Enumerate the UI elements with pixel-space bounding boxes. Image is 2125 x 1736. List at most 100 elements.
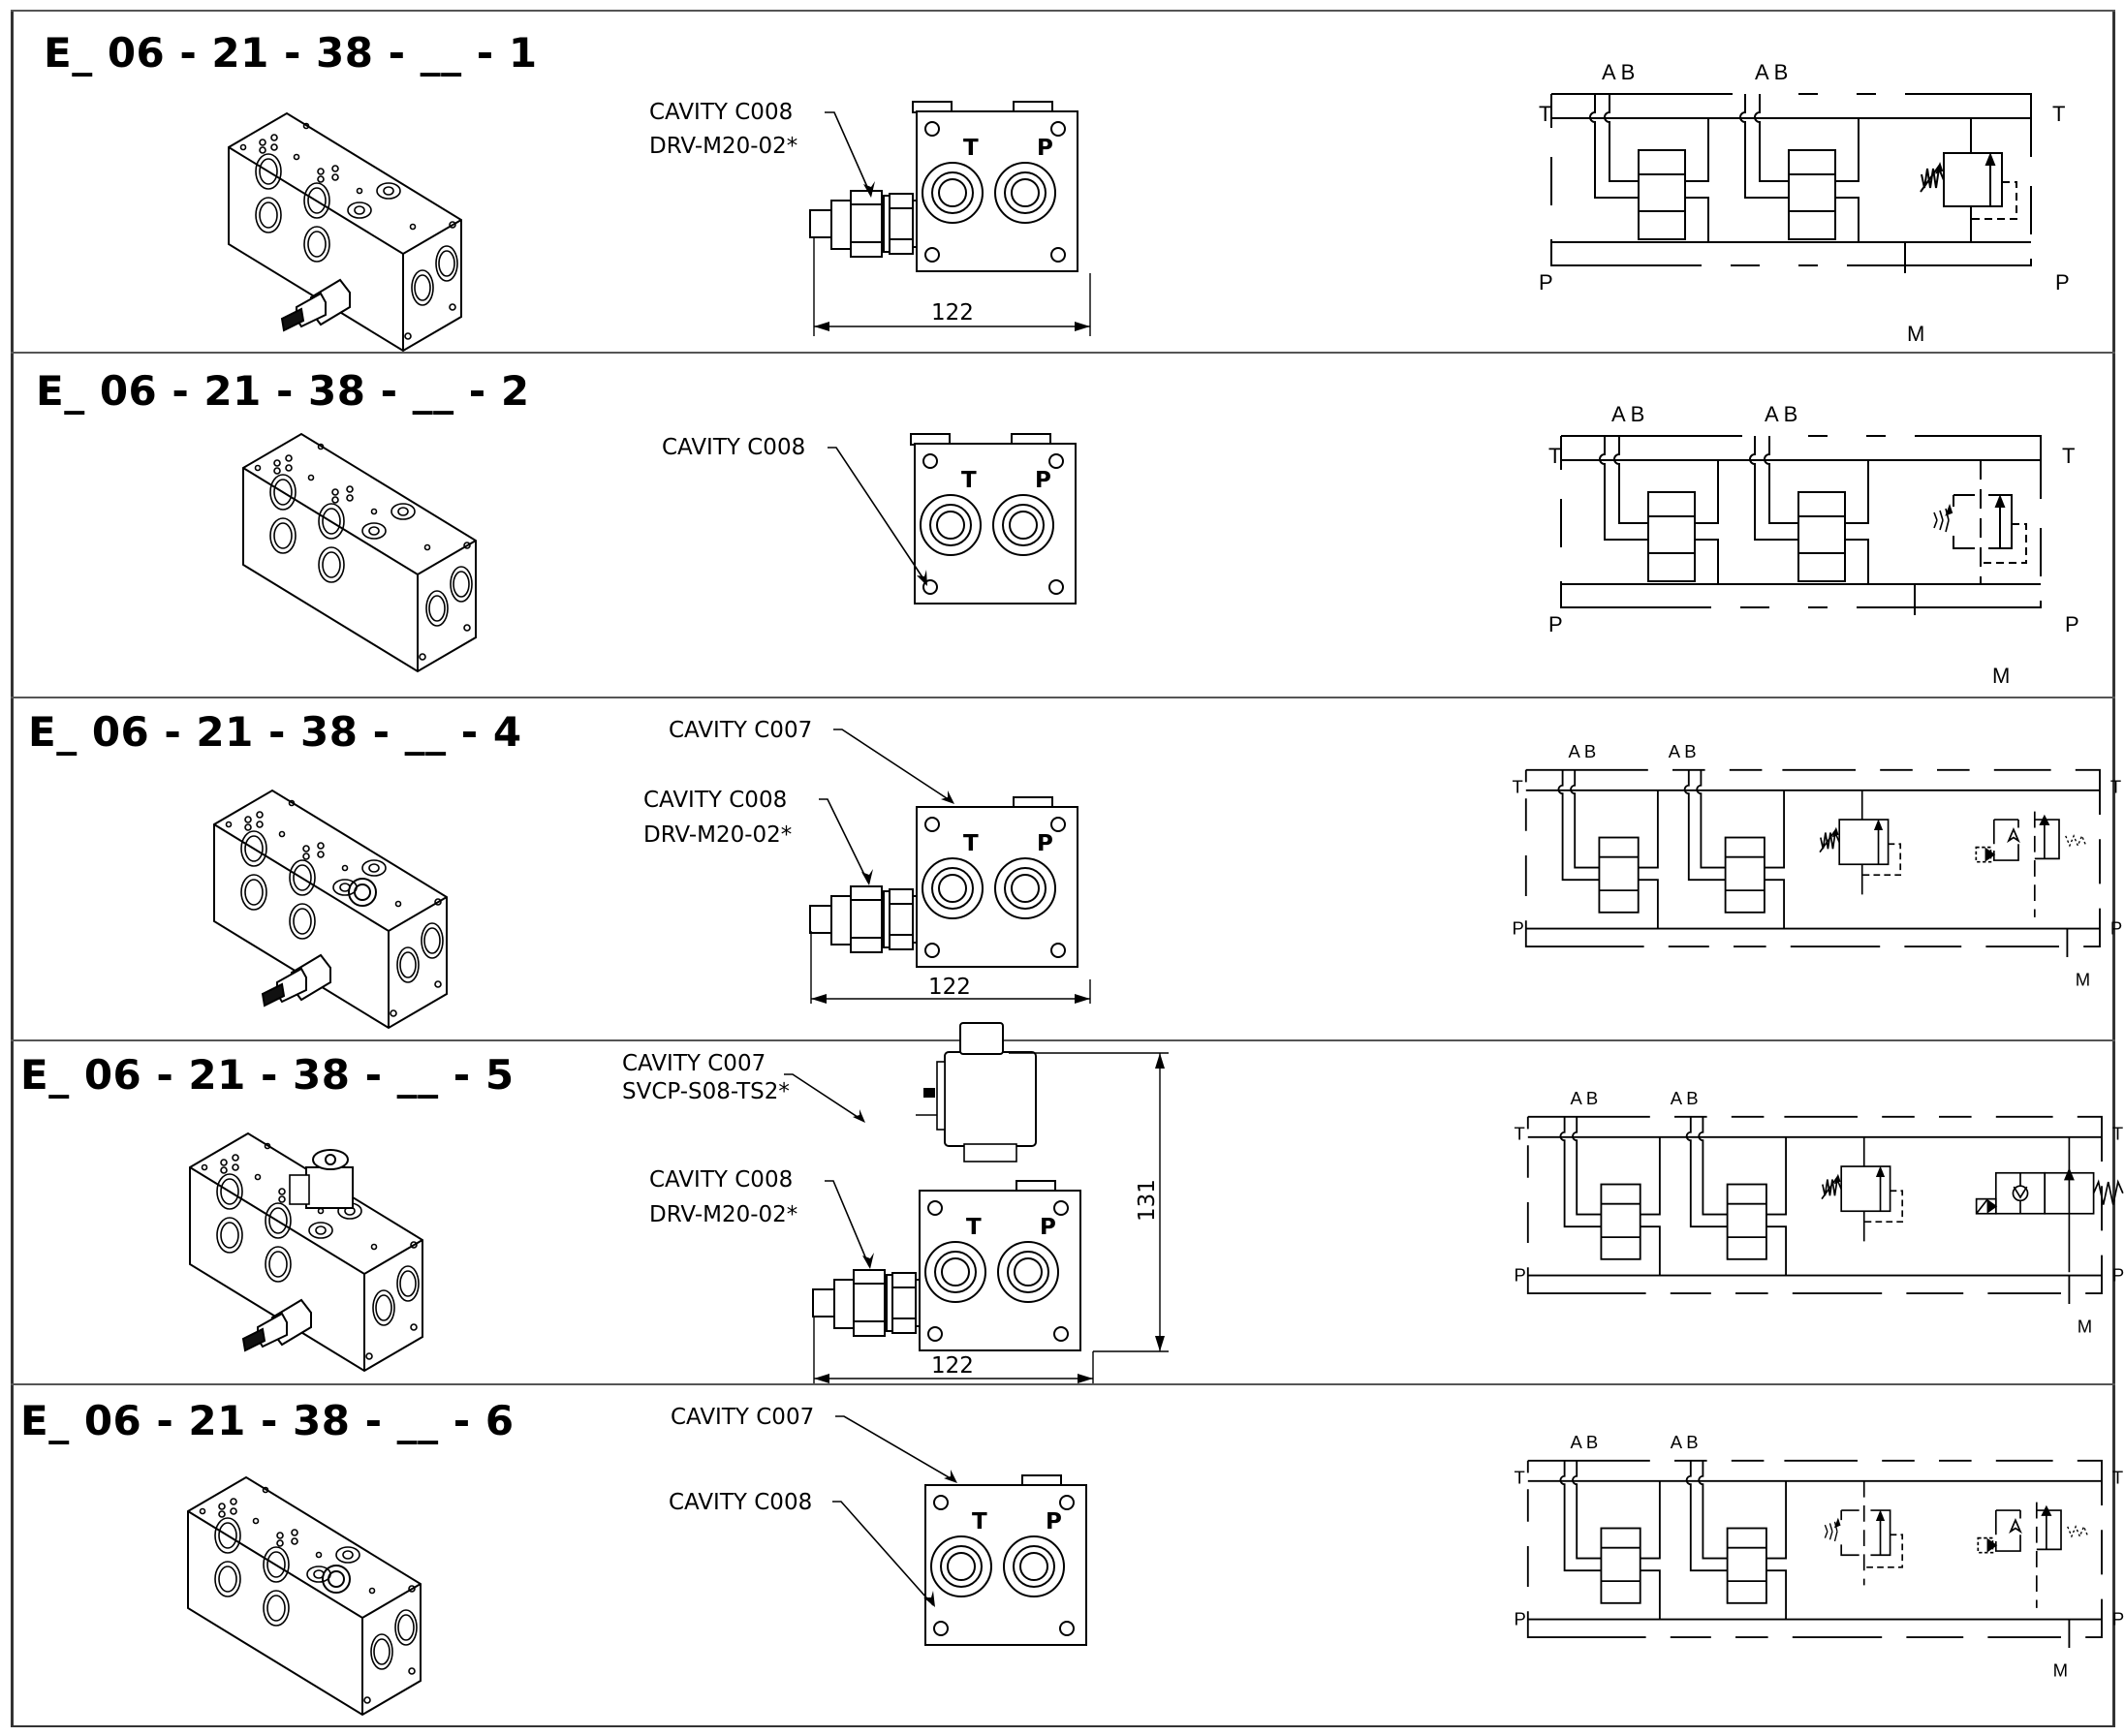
port-t-label: T	[963, 136, 979, 161]
callout-line1: CAVITY C008	[649, 100, 793, 125]
relief-valve-optional-symbol	[1933, 459, 2027, 585]
variant-row-5: E_ 06 - 21 - 38 - __ - 6 T P CAVITY C007…	[11, 1383, 2124, 1727]
port-label-t: T	[1515, 1123, 1525, 1143]
port-t-label: T	[963, 831, 979, 856]
callout-line1: CAVITY C007	[671, 1405, 814, 1430]
callout-c008: CAVITY C008 DRV-M20-02*	[643, 788, 873, 885]
port-label-p-right: P	[2112, 1264, 2124, 1285]
port-label-ab: A B	[1570, 1088, 1598, 1108]
width-dimension: 122	[813, 236, 1091, 336]
port-label-p: P	[1548, 612, 1563, 636]
port-p-label: P	[1035, 468, 1051, 493]
port-label-m: M	[2053, 1659, 2068, 1680]
front-view: T P	[911, 434, 1076, 604]
variant-code: E_ 06 - 21 - 38 - __ - 6	[20, 1397, 515, 1444]
isometric-view	[213, 790, 448, 1029]
isometric-view	[228, 112, 462, 352]
drawing-frame	[11, 10, 2115, 1727]
isometric-view	[242, 433, 477, 672]
height-dimension: 131	[1009, 1052, 1169, 1352]
port-label-p: P	[1515, 1608, 1526, 1628]
solenoid-coil	[289, 1149, 354, 1209]
port-p-label: P	[1046, 1509, 1062, 1534]
port-label-ab: A B	[1755, 60, 1788, 84]
port-label-p-right: P	[2110, 917, 2122, 938]
callout-line1: CAVITY C008	[643, 788, 787, 813]
port-label-t: T	[1515, 1467, 1525, 1487]
callout-line1: CAVITY C008	[669, 1490, 812, 1515]
relief-valve-symbol	[1821, 1135, 1904, 1243]
hydraulic-schematic: T P T P M A B A B	[1515, 1088, 2125, 1336]
port-label-ab: A B	[1671, 1088, 1699, 1108]
callout-c008: CAVITY C008 DRV-M20-02*	[649, 1167, 874, 1269]
port-label-p-right: P	[2055, 270, 2070, 294]
callout-c008: CAVITY C008	[662, 435, 927, 586]
hydraulic-schematic: T P T P M A B A B	[1515, 1432, 2125, 1680]
arrow-head	[917, 570, 927, 586]
port-label-m: M	[2078, 1316, 2092, 1336]
row-drawings: T P CAVITY C007 SVCP-S08-TS2* CAVITY C00…	[189, 1022, 2124, 1385]
port-label-m: M	[2076, 969, 2090, 989]
callout-line1: CAVITY C008	[649, 1167, 793, 1193]
front-view: T P	[812, 1022, 1080, 1350]
callout-c008: CAVITY C008 DRV-M20-02*	[649, 100, 875, 198]
leader-line	[825, 111, 872, 197]
port-label-t-right: T	[2052, 102, 2065, 126]
port-label-p-right: P	[2112, 1608, 2124, 1628]
callout-c007: CAVITY C007	[671, 1405, 957, 1483]
port-p-label: P	[1037, 831, 1053, 856]
variant-code: E_ 06 - 21 - 38 - __ - 5	[20, 1051, 515, 1099]
solenoid-coil-front	[916, 1022, 1037, 1162]
variant-row-4: E_ 06 - 21 - 38 - __ - 5 T P	[11, 1022, 2124, 1385]
callout-line1: CAVITY C007	[669, 718, 812, 743]
variant-code: E_ 06 - 21 - 38 - __ - 1	[44, 29, 538, 77]
hydraulic-schematic: T P T P M A B A B	[1548, 402, 2079, 688]
callout-line2: DRV-M20-02*	[649, 134, 797, 159]
solenoid-valve-optional-symbol	[1975, 810, 2087, 918]
row-drawings: T P CAVITY C008 DRV-M20-02* 122 T P T P …	[228, 60, 2070, 352]
callout-line2: DRV-M20-02*	[649, 1202, 797, 1227]
port-label-t-right: T	[2112, 1467, 2123, 1487]
port-p-label: P	[1040, 1215, 1056, 1240]
front-view: T P	[809, 102, 1078, 271]
port-label-t-right: T	[2110, 776, 2121, 796]
hydraulic-schematic: T P T P M A B A B	[1513, 741, 2123, 989]
port-label-t: T	[1548, 444, 1561, 468]
width-dimension-label: 122	[931, 1353, 974, 1379]
port-label-ab: A B	[1568, 741, 1596, 761]
port-t-label: T	[972, 1509, 987, 1534]
port-label-ab: A B	[1669, 741, 1697, 761]
relief-valve-optional-symbol	[1824, 1479, 1904, 1587]
isometric-view	[189, 1132, 423, 1372]
row-drawings: T P CAVITY C007 CAVITY C008 T P T P M A …	[187, 1405, 2124, 1716]
row-drawings: T P CAVITY C007 CAVITY C008 DRV-M20-02* …	[213, 718, 2122, 1029]
hydraulic-schematic: T P T P M A B A B	[1539, 60, 2070, 346]
port-label-t-right: T	[2112, 1123, 2123, 1143]
port-label-ab: A B	[1611, 402, 1644, 426]
port-label-m: M	[1992, 664, 2010, 688]
variant-code: E_ 06 - 21 - 38 - __ - 2	[36, 367, 530, 415]
variant-row-3: E_ 06 - 21 - 38 - __ - 4 T P CAVITY C007…	[11, 697, 2122, 1040]
callout-c008: CAVITY C008	[669, 1490, 935, 1607]
row-drawings: T P CAVITY C008 T P T P M A B A B	[242, 402, 2079, 688]
arrow-head	[863, 181, 875, 198]
callout-c007: CAVITY C007	[669, 718, 954, 804]
port-label-p-right: P	[2065, 612, 2079, 636]
callout-line2: SVCP-S08-TS2*	[622, 1079, 790, 1104]
port-label-p: P	[1539, 270, 1553, 294]
relief-valve-symbol	[1819, 789, 1902, 896]
height-dimension-label: 131	[1135, 1179, 1160, 1222]
solenoid-valve-optional-symbol	[1977, 1501, 2089, 1609]
port-t-label: T	[966, 1215, 982, 1240]
port-p-label: P	[1037, 136, 1053, 161]
port-label-ab: A B	[1671, 1432, 1699, 1452]
port-label-t: T	[1539, 102, 1551, 126]
callout-line1: CAVITY C008	[662, 435, 805, 460]
port-label-t-right: T	[2062, 444, 2075, 468]
port-label-m: M	[1907, 322, 1924, 346]
variant-row-1: E_ 06 - 21 - 38 - __ - 1 T P CAVITY C008…	[11, 10, 2115, 354]
isometric-view	[187, 1476, 422, 1716]
port-label-t: T	[1513, 776, 1523, 796]
callout-line2: DRV-M20-02*	[643, 822, 792, 848]
width-dimension-label: 122	[928, 975, 971, 1000]
